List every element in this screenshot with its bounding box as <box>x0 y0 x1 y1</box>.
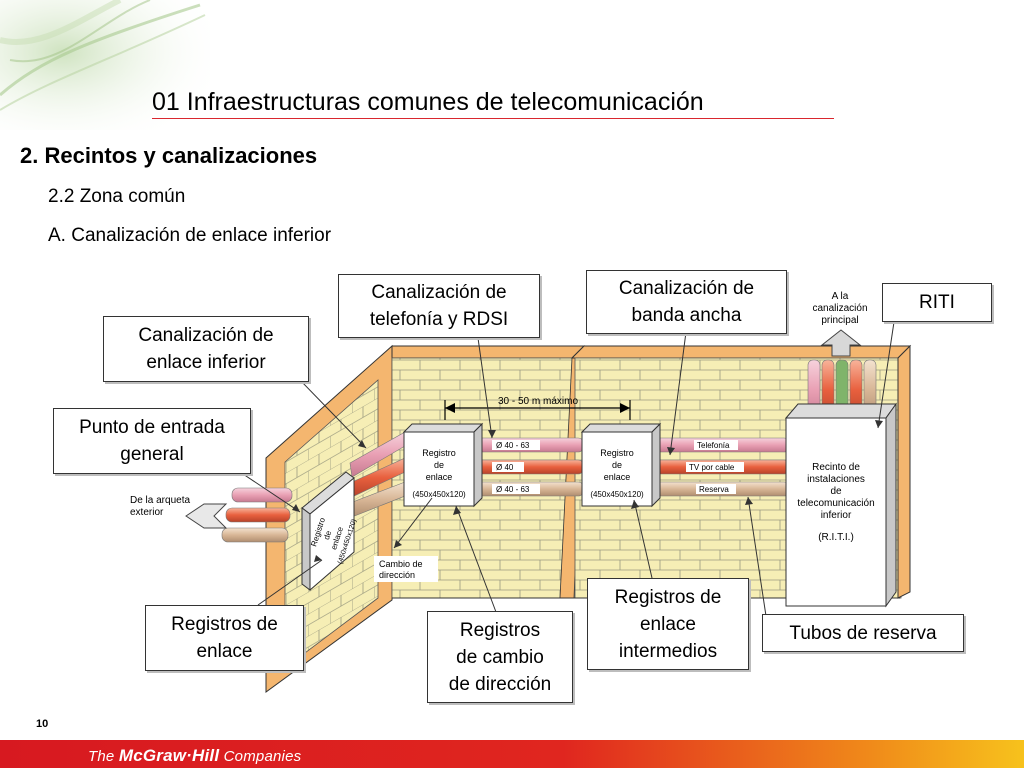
cambio-direccion-label: Cambio de dirección <box>374 556 438 582</box>
svg-text:enlace: enlace <box>426 472 453 482</box>
svg-text:Recinto de: Recinto de <box>812 462 860 473</box>
tube-label-3: Ø 40 - 63 <box>496 485 530 494</box>
svg-text:inferior: inferior <box>821 510 852 521</box>
svg-text:principal: principal <box>821 315 858 326</box>
svg-text:exterior: exterior <box>130 507 164 518</box>
subsubsection-title: A. Canalización de enlace inferior <box>48 225 332 246</box>
svg-text:dirección: dirección <box>379 570 415 580</box>
leader-arrowheads <box>292 420 883 562</box>
telefonia-label: Telefonía <box>697 441 730 450</box>
distance-dimension: 30 - 50 m máximo <box>444 396 631 420</box>
page-number: 10 <box>36 718 49 730</box>
callout-riti: RITI <box>882 283 992 322</box>
svg-text:de: de <box>434 460 444 470</box>
tube-label-1: Ø 40 - 63 <box>496 441 530 450</box>
footer-bar <box>0 740 1024 768</box>
svg-text:enlace: enlace <box>604 472 631 482</box>
svg-text:Registro: Registro <box>600 448 634 458</box>
svg-text:de: de <box>612 460 622 470</box>
svg-text:Registro: Registro <box>422 448 456 458</box>
subsection-title: 2.2 Zona común <box>48 186 186 207</box>
svg-text:(450x450x120): (450x450x120) <box>412 490 466 499</box>
distance-label: 30 - 50 m máximo <box>498 396 578 407</box>
callout-banda-ancha: Canalización de banda ancha <box>586 270 787 334</box>
svg-text:canalización: canalización <box>812 303 867 314</box>
callout-telefonia-rdsi: Canalización de telefonía y RDSI <box>338 274 540 338</box>
svg-text:instalaciones: instalaciones <box>807 474 865 485</box>
callout-enlace-inferior: Canalización de enlace inferior <box>103 316 309 382</box>
svg-text:de: de <box>322 529 333 541</box>
svg-text:telecomunicación: telecomunicación <box>797 498 874 509</box>
decorative-swirl <box>0 0 210 130</box>
callout-tubos-reserva: Tubos de reserva <box>762 614 964 652</box>
up-arrow-icon <box>820 329 862 357</box>
callout-punto-entrada: Punto de entrada general <box>53 408 251 474</box>
title-rule <box>152 118 834 119</box>
pipe-labels: Ø 40 - 63 Ø 40 Ø 40 - 63 Telefonía TV po… <box>492 440 744 494</box>
tube-label-2: Ø 40 <box>496 463 514 472</box>
riti-enclosure: Recinto de instalaciones de telecomunica… <box>784 402 897 608</box>
svg-text:Cambio de: Cambio de <box>379 559 423 569</box>
registro-enlace-2: Registro de enlace (450x450x120) <box>580 422 662 508</box>
tv-cable-label: TV por cable <box>689 463 735 472</box>
callout-registros-intermedios: Registros de enlace intermedios <box>587 578 749 670</box>
reserva-label: Reserva <box>699 485 729 494</box>
svg-text:(R.I.T.I.): (R.I.T.I.) <box>818 532 854 543</box>
registro-enlace-side: Registro de enlace (450x450x120) <box>301 471 358 592</box>
section-title: 2. Recintos y canalizaciones <box>20 143 318 168</box>
canalizacion-principal-label: A la canalización principal <box>812 291 867 326</box>
slide-title: 01 Infraestructuras comunes de telecomun… <box>152 88 704 116</box>
registro-enlace-1: Registro de enlace (450x450x120) <box>402 422 484 508</box>
callout-registros-enlace: Registros de enlace <box>145 605 304 671</box>
callout-registros-cambio: Registros de cambio de dirección <box>427 611 573 703</box>
arqueta-exterior-label: De la arqueta exterior <box>130 495 190 518</box>
footer-brand: The McGraw·Hill Companies <box>88 746 302 765</box>
entry-pipes <box>185 487 293 543</box>
svg-text:A la: A la <box>832 291 849 302</box>
leader-lines <box>239 321 895 617</box>
svg-text:De la arqueta: De la arqueta <box>130 495 190 506</box>
svg-text:de: de <box>830 486 842 497</box>
svg-text:(450x450x120): (450x450x120) <box>590 490 644 499</box>
